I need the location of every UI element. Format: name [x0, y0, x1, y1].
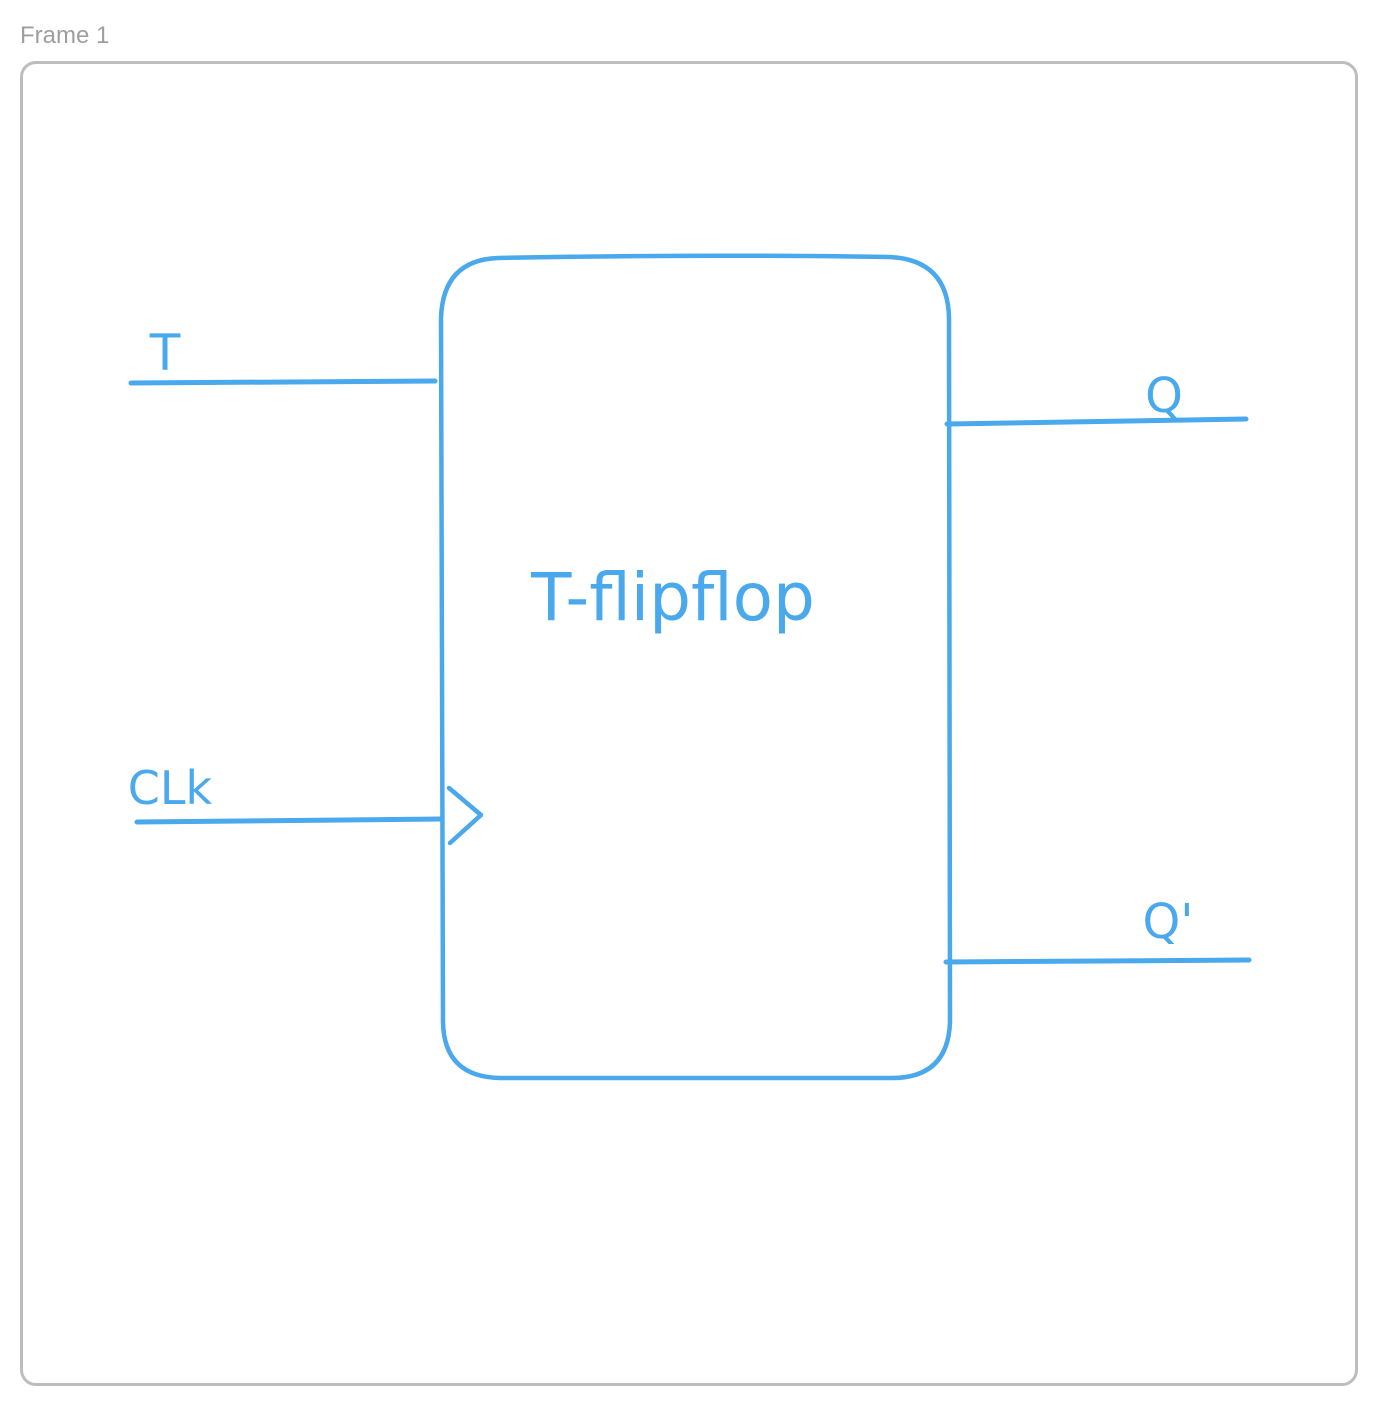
- t-input-line: [128, 378, 438, 386]
- clk-input-label: CLk: [128, 761, 213, 815]
- t-input-label: T: [149, 324, 181, 382]
- clk-input-line: [134, 816, 444, 825]
- block-title: T-flipflop: [530, 559, 815, 636]
- q-bar-output-label: Q': [1143, 894, 1194, 950]
- flipflop-block[interactable]: [438, 253, 953, 1081]
- q-bar-output-line: [943, 957, 1252, 965]
- q-output-line: [944, 416, 1249, 427]
- q-output-label: Q: [1145, 368, 1183, 424]
- frame-label: Frame 1: [20, 22, 110, 49]
- clock-edge-marker: [446, 785, 484, 846]
- frame-container[interactable]: [20, 61, 1358, 1386]
